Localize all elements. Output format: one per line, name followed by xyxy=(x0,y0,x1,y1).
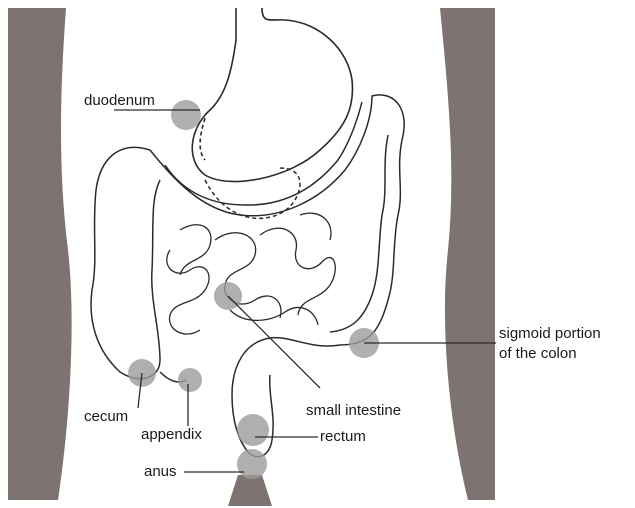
descending-colon-inner xyxy=(330,135,388,332)
stomach xyxy=(192,8,352,182)
label-sigmoid-line2: of the colon xyxy=(499,345,577,363)
label-cecum: cecum xyxy=(84,408,128,426)
label-rectum: rectum xyxy=(320,428,366,446)
marker-spots xyxy=(128,100,379,479)
right-flank xyxy=(440,8,495,500)
duodenum-spot xyxy=(171,100,201,130)
leader-lines xyxy=(114,110,496,472)
pelvic-shading xyxy=(228,475,272,506)
rectum-spot xyxy=(237,414,269,446)
left-flank xyxy=(8,8,72,500)
label-small-intestine: small intestine xyxy=(306,402,401,420)
ascending-colon xyxy=(91,147,160,378)
label-appendix: appendix xyxy=(141,426,202,444)
label-duodenum: duodenum xyxy=(84,92,155,110)
anus-spot xyxy=(237,449,267,479)
label-anus: anus xyxy=(144,463,177,481)
label-sigmoid-line1: sigmoid portion xyxy=(499,325,601,343)
small-intestine-loops xyxy=(167,213,336,334)
appendix-spot xyxy=(178,368,202,392)
descending-colon xyxy=(340,140,402,345)
